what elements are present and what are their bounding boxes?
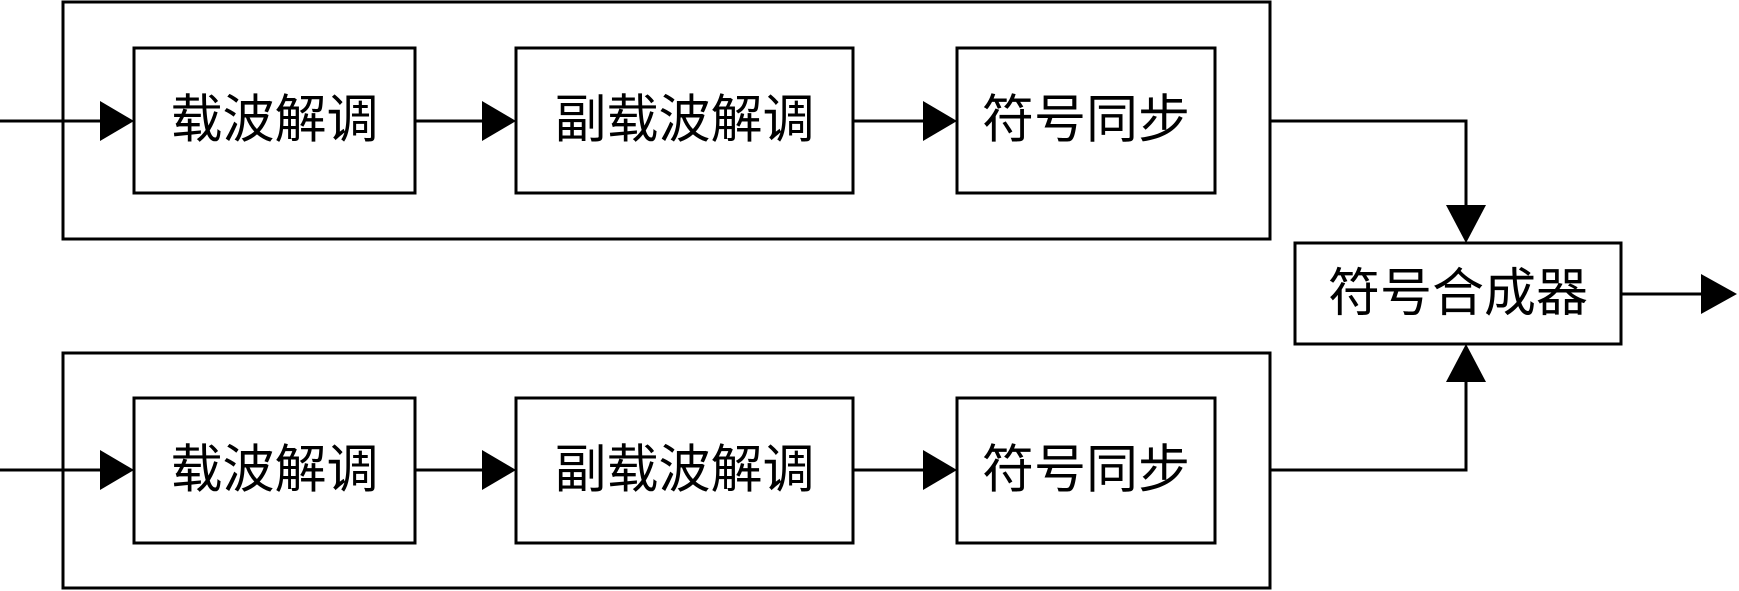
channel-bottom: 载波解调 副载波解调 符号同步 [0,351,1272,590]
symbol-sync-label-bottom: 符号同步 [982,441,1190,501]
symbol-sync-label-top: 符号同步 [982,91,1190,151]
carrier-demod-block-bottom [132,396,417,545]
arrowhead-into-combiner-top [1446,205,1486,243]
arrowhead-bottom-2 [923,450,957,490]
arrowhead-into-combiner-bottom [1446,344,1486,382]
arrowhead-top-1 [482,101,516,141]
arrowhead-bottom-1 [482,450,516,490]
symbol-sync-block-bottom [955,396,1217,545]
symbol-combiner-label: 符号合成器 [1328,264,1588,324]
symbol-sync-block-top [955,46,1217,195]
channel-top: 载波解调 副载波解调 符号同步 [0,0,1272,241]
output-arrowhead [1701,274,1737,314]
carrier-demod-block-top [132,46,417,195]
subcarrier-demod-block-bottom [514,396,855,545]
subcarrier-demod-label-top: 副载波解调 [554,91,814,151]
input-arrowhead-bottom [100,450,134,490]
subcarrier-demod-block-top [514,46,855,195]
carrier-demod-label-bottom: 载波解调 [170,441,378,501]
connector-bottom-to-combiner [1270,382,1468,472]
input-arrowhead-top [100,101,134,141]
symbol-combiner-block [1293,241,1623,346]
connector-top-to-combiner [1270,119,1468,205]
subcarrier-demod-label-bottom: 副载波解调 [554,441,814,501]
carrier-demod-label-top: 载波解调 [170,91,378,151]
arrowhead-top-2 [923,101,957,141]
combiner: 符号合成器 [1270,119,1737,472]
